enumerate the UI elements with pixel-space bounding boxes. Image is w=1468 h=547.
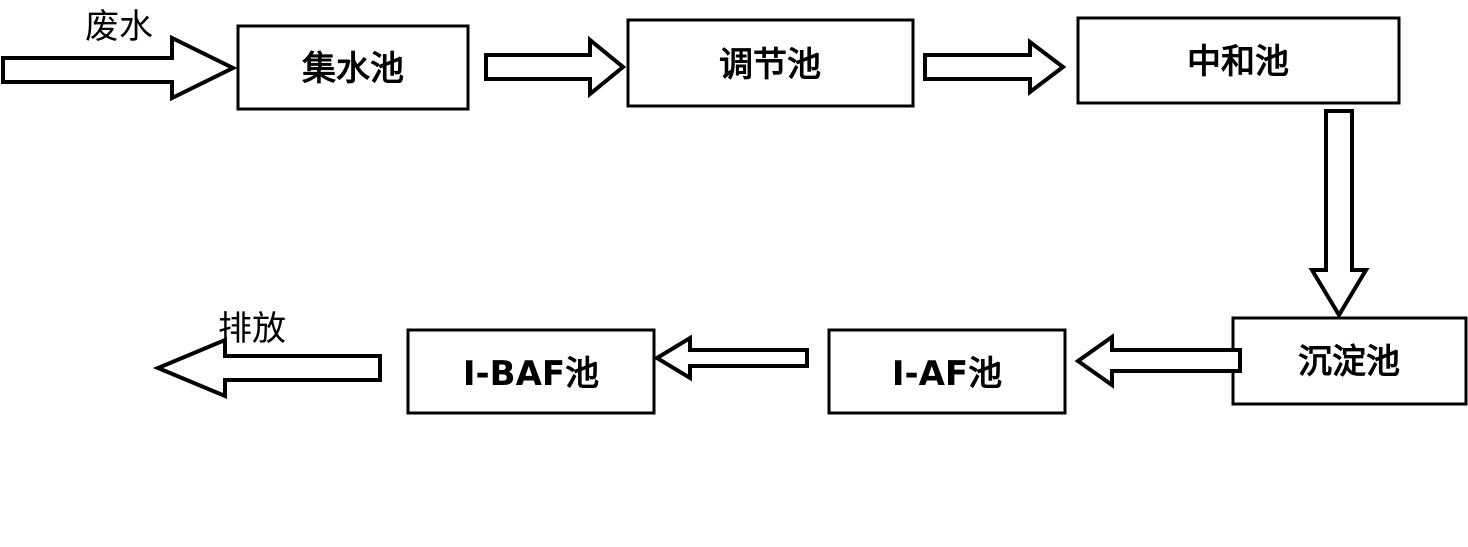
node-regulation-tank: 调节池 (626, 18, 915, 108)
node-neutralization-tank: 中和池 (1076, 16, 1401, 105)
node-ibaf-label: I-BAF池 (463, 354, 599, 394)
node-neutralization-label: 中和池 (1187, 42, 1289, 82)
arrow-iaf-to-ibaf (653, 334, 809, 382)
node-collection-tank: 集水池 (236, 24, 470, 111)
arrow-neutralization-to-sedimentation (1308, 109, 1370, 319)
node-sedimentation-tank: 沉淀池 (1231, 316, 1468, 406)
node-sedimentation-label: 沉淀池 (1298, 342, 1400, 382)
output-arrow (152, 336, 382, 400)
input-arrow (1, 34, 238, 102)
node-ibaf-tank: I-BAF池 (406, 328, 656, 415)
node-regulation-label: 调节池 (719, 45, 821, 85)
node-iaf-tank: I-AF池 (827, 328, 1067, 415)
arrow-collection-to-regulation (484, 35, 627, 99)
output-label: 排放 (218, 309, 286, 349)
node-iaf-label: I-AF池 (892, 354, 1002, 394)
arrow-sedimentation-to-iaf (1074, 333, 1242, 389)
input-label: 废水 (85, 7, 153, 47)
arrow-regulation-to-neutralization (923, 37, 1067, 97)
node-collection-label: 集水池 (301, 49, 404, 89)
